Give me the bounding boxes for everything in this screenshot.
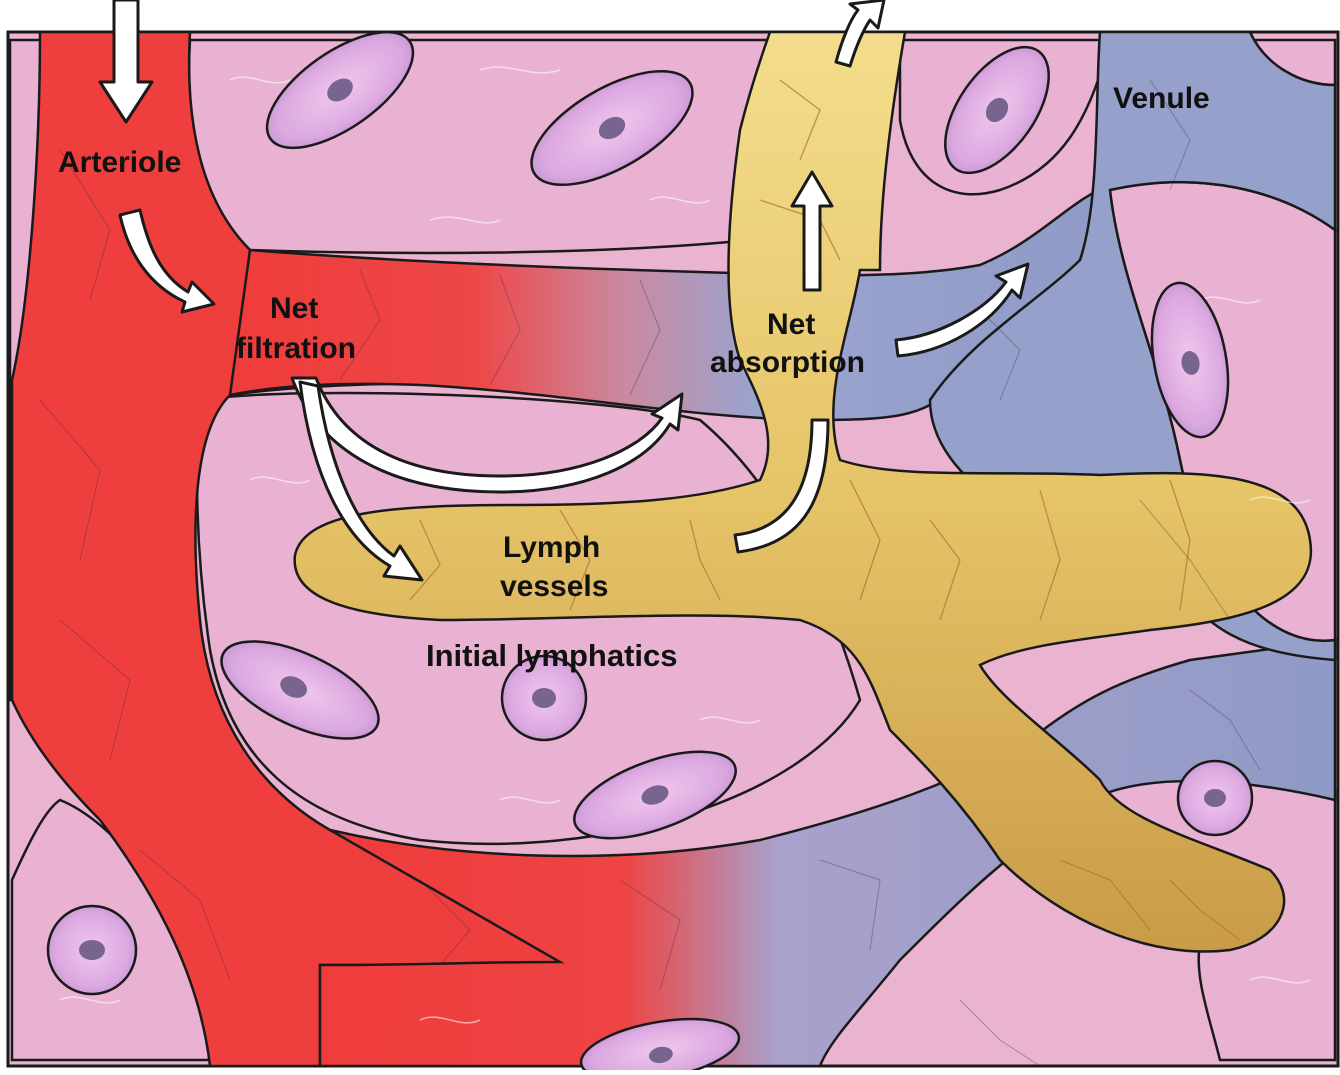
label-lymph-vessels-2: vessels: [500, 570, 608, 603]
label-net-filtration-2: filtration: [236, 332, 356, 365]
label-arteriole: Arteriole: [58, 146, 181, 179]
label-initial-lymphatics: Initial lymphatics: [426, 638, 678, 673]
label-net-filtration-1: Net: [270, 292, 318, 325]
label-net-absorption-2: absorption: [710, 346, 865, 379]
label-venule: Venule: [1113, 82, 1210, 115]
label-lymph-vessels-1: Lymph: [503, 531, 600, 564]
label-net-absorption-1: Net: [767, 308, 815, 341]
